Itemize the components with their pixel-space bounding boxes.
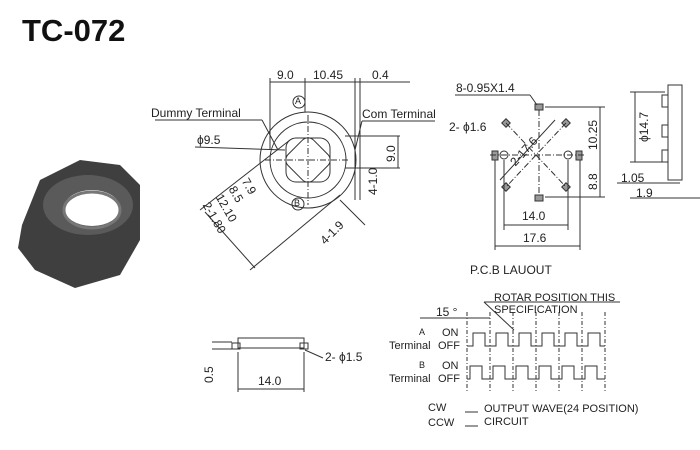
- rotor-line1: ROTAR POSITION THIS: [494, 292, 616, 304]
- dim-0-5: 0.5: [202, 366, 216, 383]
- pad-label: 8-0.95X1.4: [456, 81, 515, 95]
- mark-b: B: [294, 198, 301, 208]
- phi-14-7: ϕ14.7: [637, 111, 651, 142]
- dim-1-9: 1.9: [636, 186, 653, 200]
- dim-top-9-0: 9.0: [277, 68, 294, 82]
- dim-17-6: 17.6: [523, 231, 547, 245]
- b-terminal: Terminal: [389, 373, 431, 385]
- dim-top-10-45: 10.45: [313, 68, 344, 82]
- dim-bottom-14-0: 14.0: [258, 374, 282, 388]
- dim-8-8: 8.8: [586, 173, 600, 190]
- a-off: OFF: [438, 340, 460, 352]
- a-on: ON: [442, 327, 459, 339]
- cw-label: CW: [428, 402, 447, 414]
- mark-a: A: [295, 96, 302, 106]
- a-terminal: Terminal: [389, 340, 431, 352]
- com-terminal-label: Com Terminal: [362, 107, 436, 121]
- dim-top-0-4: 0.4: [372, 68, 389, 82]
- phi-9-5-label: ϕ9.5: [197, 133, 221, 147]
- product-photo: [18, 160, 140, 288]
- dim-right-9-0: 9.0: [384, 145, 398, 162]
- waveform: [420, 301, 620, 427]
- output-wave-label: OUTPUT WAVE(24 POSITION): [484, 403, 639, 415]
- wave-a-signal: [467, 332, 605, 347]
- dim-14-0: 14.0: [522, 209, 546, 223]
- wave-a-mark: A: [419, 327, 426, 337]
- dummy-terminal-label: Dummy Terminal: [151, 106, 241, 120]
- wave-b-mark: B: [419, 360, 426, 370]
- hole-label: 2- ϕ1.6: [449, 120, 487, 134]
- b-on: ON: [442, 360, 459, 372]
- bottom-view: [212, 337, 324, 392]
- pcb-layout: [455, 94, 605, 250]
- dim-1-05: 1.05: [621, 171, 645, 185]
- dim-4-1-0: 4-1.0: [366, 167, 380, 195]
- side-view: [617, 84, 700, 199]
- ccw-label: CCW: [428, 417, 455, 429]
- angle-label: 15 °: [436, 305, 458, 319]
- page-title: TC-072: [22, 13, 126, 48]
- b-off: OFF: [438, 373, 460, 385]
- pcb-layout-label: P.C.B LAUOUT: [470, 263, 552, 277]
- pin-label: 2- ϕ1.5: [325, 350, 363, 364]
- wave-b-signal: [467, 365, 605, 380]
- top-view: [155, 78, 435, 271]
- circuit-label: CIRCUIT: [484, 416, 529, 428]
- rotor-line2: SPECIFICATION: [494, 304, 578, 316]
- dim-10-25: 10.25: [586, 119, 600, 150]
